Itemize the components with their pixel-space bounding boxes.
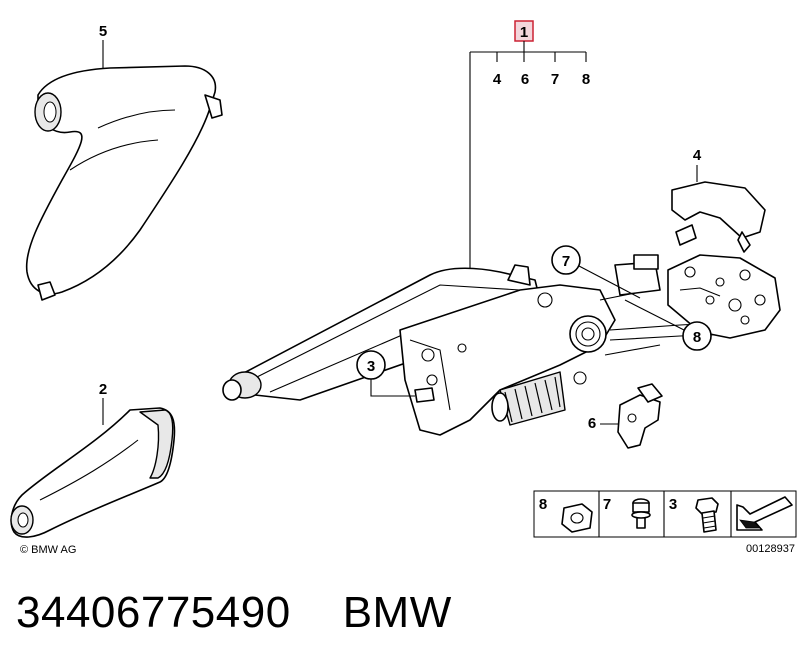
callout-5-label: 5 (99, 23, 107, 40)
pin-bolt-icon (631, 498, 651, 529)
circle-callout-8: 8 (624, 299, 712, 351)
bellows (491, 371, 566, 426)
callout-1-label: 1 (520, 24, 528, 41)
diagram-image-id: 00128937 (746, 543, 795, 555)
circle-8-label: 8 (693, 329, 701, 346)
legend-num-3: 3 (669, 496, 677, 513)
ratchet-plate-part (667, 254, 781, 339)
callout-4-label: 4 (693, 147, 702, 164)
circle-callout-3: 3 (356, 350, 435, 403)
part-number-text: 34406775490 (16, 588, 291, 637)
callout-sub-4: 4 (493, 71, 502, 88)
copyright-text: © BMW AG (20, 544, 76, 556)
circle-callout-7: 7 (551, 245, 641, 299)
brand-text: BMW (342, 588, 452, 637)
lever-assembly-part (222, 254, 736, 436)
callout-sub-8: 8 (582, 71, 590, 88)
circle-3-label: 3 (367, 358, 375, 375)
callout-2-label: 2 (99, 381, 107, 398)
nut-icon (561, 503, 593, 533)
direction-arrow-icon (736, 496, 793, 531)
callout-sub-7: 7 (551, 71, 559, 88)
callout-6-label: 6 (588, 415, 596, 432)
callout-1-group: 1 4 6 7 8 (469, 20, 590, 272)
legend-num-8: 8 (539, 496, 547, 513)
circle-7-label: 7 (562, 253, 570, 270)
footer-caption: 34406775490 BMW (16, 588, 452, 638)
callout-sub-6: 6 (521, 71, 529, 88)
grip-cover-part: 5 (25, 23, 223, 301)
handle-sleeve-part: 2 (10, 381, 176, 538)
bracket-part: 6 (588, 383, 663, 449)
legend-num-7: 7 (603, 496, 611, 513)
bolt-icon (695, 497, 719, 533)
top-cover-part: 4 (671, 147, 766, 253)
hardware-legend: 8 7 3 (533, 490, 797, 538)
